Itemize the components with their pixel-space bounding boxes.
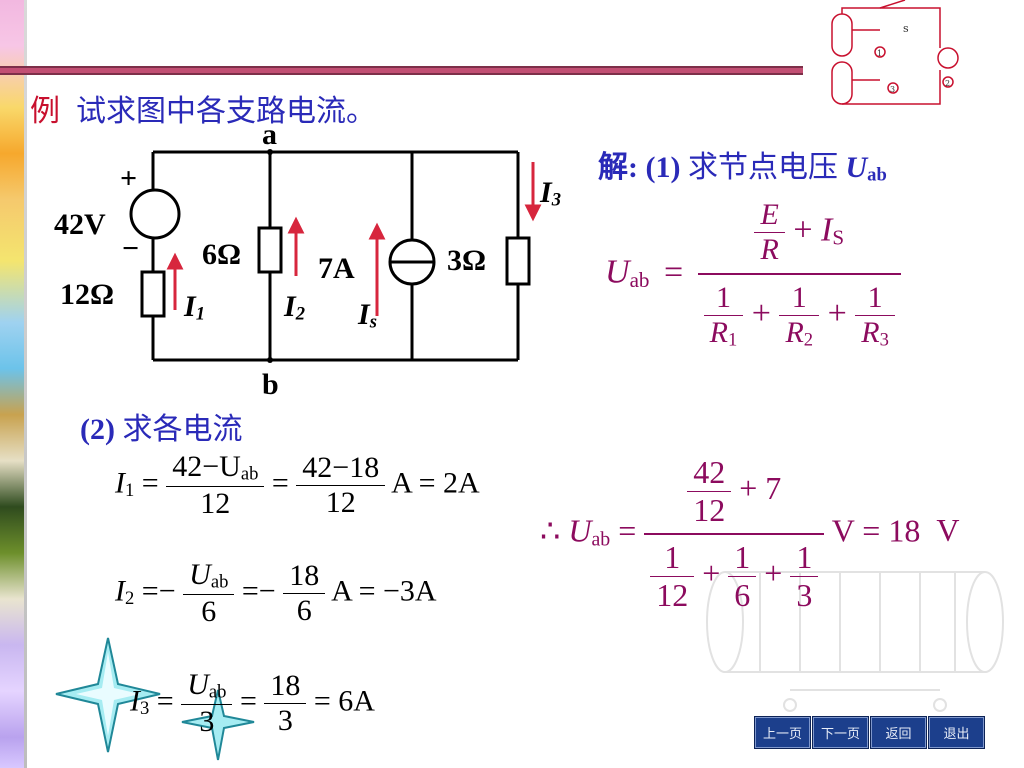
title-underline-bar <box>0 66 803 75</box>
r2-label: 6Ω <box>202 238 242 271</box>
voltage-source-icon <box>129 188 181 240</box>
is-label: Is <box>358 298 377 333</box>
current-arrows <box>166 162 542 316</box>
thumbnail-circuit <box>831 0 959 105</box>
emf-label: 42V <box>54 208 106 241</box>
resistor-12-ohm <box>140 270 166 318</box>
decorative-coil <box>706 571 1004 712</box>
r1-label: 12Ω <box>60 278 115 311</box>
side-strip-edge <box>24 0 27 768</box>
star-icon <box>55 637 161 753</box>
step1-heading: 解: (1) 求节点电压 Uab <box>598 150 887 186</box>
thumbnail-s-label: s <box>903 22 909 35</box>
next-page-button[interactable]: 下一页 <box>812 716 869 749</box>
i2-label: I2 <box>284 290 305 325</box>
i3-label: I3 <box>540 176 561 211</box>
title-text: 试求图中各支路电流。 <box>76 94 376 129</box>
decorative-side-strip <box>0 0 24 768</box>
star-icon <box>181 689 255 761</box>
circuit-wires <box>151 150 520 362</box>
resistor-3-ohm <box>505 236 531 286</box>
step2-heading: (2) 求各电流 <box>80 412 243 447</box>
minus-sign: − <box>122 232 140 265</box>
thumbnail-label-1: 1 <box>877 49 882 58</box>
arrow-up-icon <box>287 216 305 234</box>
thumbnail-label-3: 3 <box>890 85 895 94</box>
r3-label: 3Ω <box>447 244 487 277</box>
example-tag: 例 <box>30 94 60 129</box>
prev-page-button[interactable]: 上一页 <box>754 716 811 749</box>
node-a-label: a <box>262 118 277 151</box>
thumbnail-label-2: 2 <box>945 79 950 88</box>
thumbnail-battery-1 <box>831 13 853 57</box>
back-button[interactable]: 返回 <box>870 716 927 749</box>
is-value-label: 7A <box>318 252 355 285</box>
arrow-up-icon <box>166 252 184 270</box>
i1-label: I1 <box>184 290 205 325</box>
resistor-6-ohm <box>257 226 283 274</box>
exit-button[interactable]: 退出 <box>928 716 985 749</box>
arrow-down-icon <box>524 204 542 222</box>
arrow-up-icon <box>368 222 386 240</box>
slide-navigation: 上一页 下一页 返回 退出 <box>754 716 986 749</box>
plus-sign: + <box>120 162 138 195</box>
node-b-label: b <box>262 368 279 401</box>
thumbnail-battery-2 <box>831 61 853 105</box>
slide-title: 例试求图中各支路电流。 <box>30 86 376 130</box>
